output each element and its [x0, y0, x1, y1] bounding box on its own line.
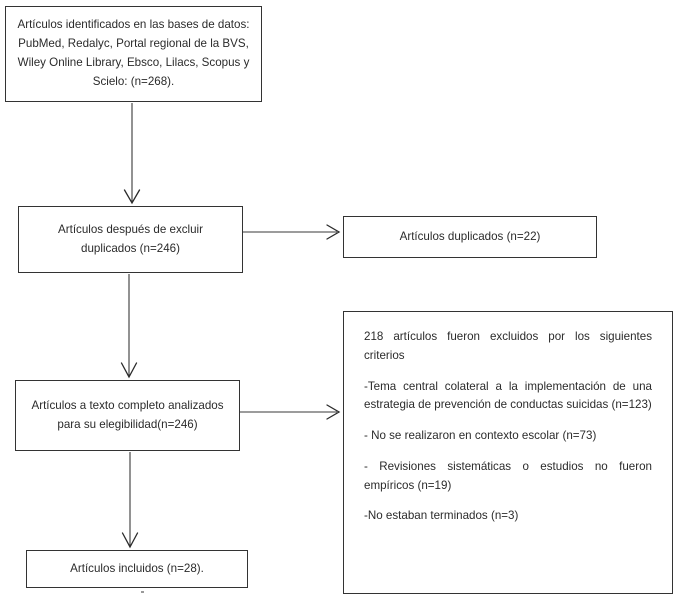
node-fulltext-articles-assessed: Artículos a texto completo analizados pa… — [15, 380, 240, 451]
node-duplicate-articles: Artículos duplicados (n=22) — [343, 216, 597, 258]
node-excluded-criteria-panel: 218 artículos fueron excluidos por los s… — [343, 311, 673, 594]
node-articles-included: Artículos incluidos (n=28). — [26, 550, 248, 588]
arrow-fulltext-to-excluded — [240, 404, 341, 420]
node-articles-after-duplicates-removed: Artículos después de excluir duplicados … — [18, 206, 243, 273]
arrow-duplicates-removed-to-fulltext — [120, 274, 138, 379]
node-duplicate-articles-label: Artículos duplicados (n=22) — [399, 229, 541, 243]
excluded-criterion-3: - Revisiones sistemáticas o estudios no … — [364, 459, 652, 492]
node-articles-identified-label: Artículos identificados en las bases de … — [17, 18, 250, 88]
excluded-criterion-1: -Tema central colateral a la implementac… — [364, 379, 652, 412]
node-articles-included-label: Artículos incluidos (n=28). — [70, 561, 204, 575]
arrow-identified-to-duplicates-removed — [123, 103, 141, 205]
node-articles-identified: Artículos identificados en las bases de … — [5, 6, 262, 102]
arrow-duplicates-removed-to-duplicates — [243, 224, 341, 240]
excluded-criterion-4: -No estaban terminados (n=3) — [364, 509, 519, 523]
node-fulltext-articles-assessed-label: Artículos a texto completo analizados pa… — [31, 398, 224, 431]
arrow-fulltext-to-included — [121, 452, 139, 549]
excluded-criterion-2: - No se realizaron en contexto escolar (… — [364, 429, 597, 443]
node-articles-after-duplicates-removed-label: Artículos después de excluir duplicados … — [58, 222, 203, 255]
excluded-heading: 218 artículos fueron excluidos por los s… — [364, 330, 652, 362]
page-artifact-mark — [141, 591, 144, 593]
